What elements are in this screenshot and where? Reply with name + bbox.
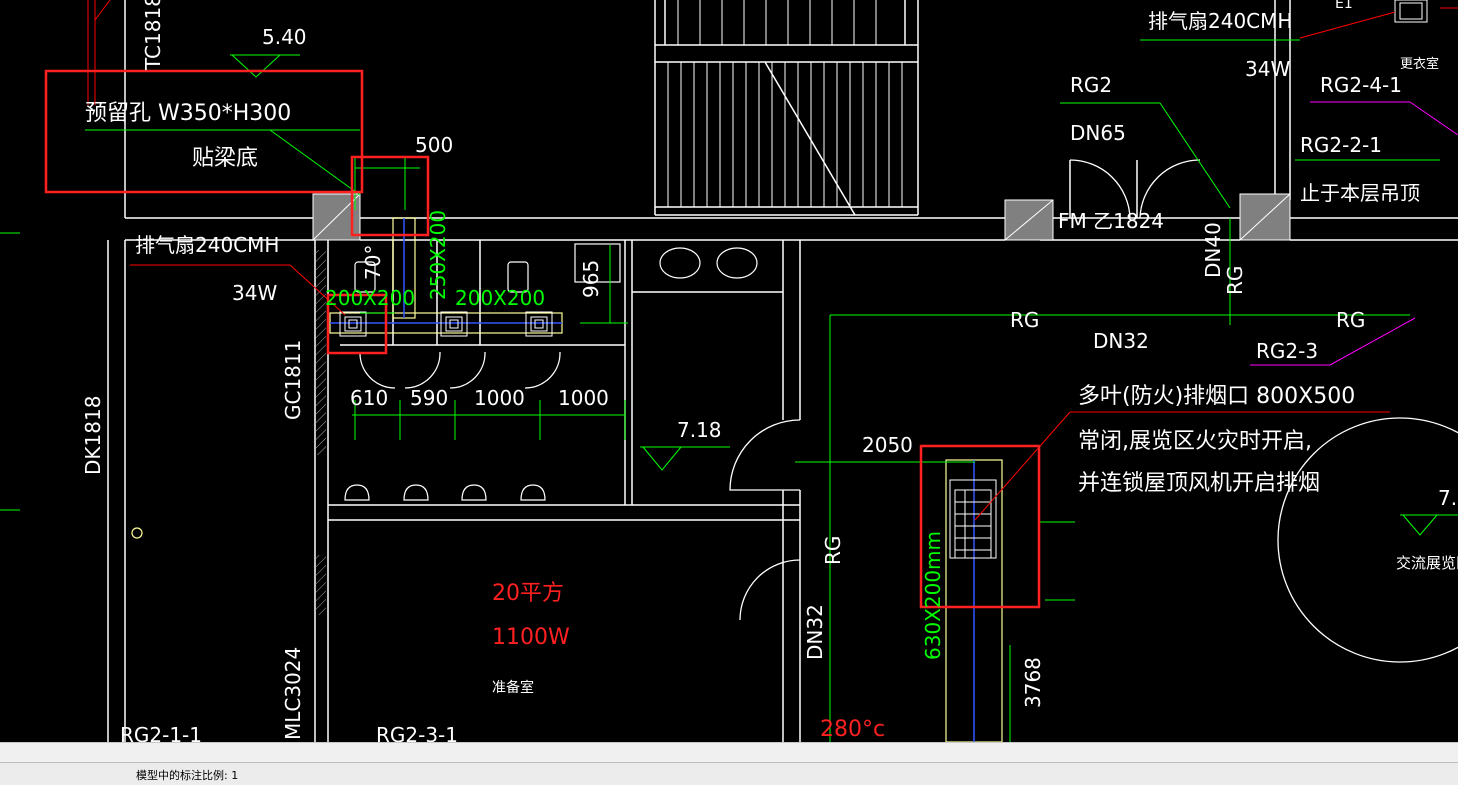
reserved-hole-label: 预留孔 W350*H300 xyxy=(85,101,291,126)
dim-1000a: 1000 xyxy=(474,386,525,410)
dim-2050: 2050 xyxy=(862,433,913,457)
dn65-label: DN65 xyxy=(1070,121,1126,145)
sinks xyxy=(354,243,758,293)
smoke-vent-line2: 常闭,展览区火灾时开启, xyxy=(1078,429,1312,454)
rg-pipe-b: RG xyxy=(1336,308,1365,332)
annotation-scale-text: 模型中的标注比例: 1 xyxy=(136,769,239,782)
dn32-label: DN32 xyxy=(1093,329,1149,353)
dim-3768: 3768 xyxy=(1021,657,1045,708)
floor-plan-drawing: 5.40 TC1818 预留孔 W350*H300 贴梁底 500 排气扇240… xyxy=(0,0,1458,742)
rg2-4-1-label: RG2-4-1 xyxy=(1320,73,1402,97)
magenta-leaders xyxy=(1250,101,1458,366)
rg2-3-1-label: RG2-3-1 xyxy=(376,723,458,742)
urinals xyxy=(344,484,546,501)
beam-bottom-label: 贴梁底 xyxy=(192,146,258,171)
stair-treads xyxy=(667,0,903,216)
smoke-vent xyxy=(949,479,997,559)
exhibit-circle xyxy=(1277,417,1458,663)
fan-top-label: 排气扇240CMH xyxy=(1148,9,1292,33)
elev-7-right: 7. xyxy=(1438,486,1457,510)
room-prep-label: 准备室 xyxy=(492,679,534,696)
elev-718: 7.18 xyxy=(677,418,722,442)
dim-1000b: 1000 xyxy=(558,386,609,410)
mlc3024-label: MLC3024 xyxy=(281,647,305,740)
red-leaders xyxy=(87,0,1458,521)
fm-door-label: FM 乙1824 xyxy=(1058,209,1164,233)
dn32-vertical: DN32 xyxy=(803,604,827,660)
dk1818-label: DK1818 xyxy=(81,396,105,475)
cad-model-space[interactable]: 5.40 TC1818 预留孔 W350*H300 贴梁底 500 排气扇240… xyxy=(0,0,1458,742)
walls xyxy=(107,0,1458,742)
rg-small-label: RG xyxy=(1223,266,1247,295)
small-circle-marker xyxy=(131,527,143,539)
hatched-wall-left xyxy=(316,250,326,455)
rg-vertical: RG xyxy=(821,536,845,565)
smoke-vent-line3: 并连锁屋顶风机开启排烟 xyxy=(1078,471,1320,496)
top-small-label: E1 xyxy=(1335,0,1353,12)
rg2-label: RG2 xyxy=(1070,73,1112,97)
fan-left-label: 排气扇240CMH xyxy=(135,233,279,257)
duct-200b-label: 200X200 xyxy=(455,286,545,310)
door-swings xyxy=(359,159,1201,621)
smoke-vent-title: 多叶(防火)排烟口 800X500 xyxy=(1078,384,1355,409)
angle-70: 70° xyxy=(361,245,385,280)
green-labels: 250X200 200X200 200X200 630X200mm xyxy=(325,210,945,660)
rg-pipe-a: RG xyxy=(1010,308,1039,332)
red-labels: 20平方 1100W 280°c xyxy=(492,581,885,742)
dim-590: 590 xyxy=(410,386,448,410)
rg2-1-1-label: RG2-1-1 xyxy=(120,723,202,742)
stop-ceiling-label: 止于本层吊顶 xyxy=(1300,181,1420,205)
elev-540: 5.40 xyxy=(262,25,307,49)
gc1811-label: GC1811 xyxy=(281,340,305,420)
horizontal-scrollbar[interactable] xyxy=(0,742,1458,763)
annotation-boxes xyxy=(44,69,1041,609)
hatched-wall-lower xyxy=(316,555,326,615)
changing-room-label: 更衣室 xyxy=(1400,56,1439,72)
exhibit-area-label: 交流展览区 xyxy=(1396,554,1458,572)
dim-610: 610 xyxy=(350,386,388,410)
dim-965: 965 xyxy=(579,260,603,298)
exhaust-fans xyxy=(339,0,1428,337)
dn40-label: DN40 xyxy=(1201,222,1225,278)
drawing-labels: 5.40 TC1818 预留孔 W350*H300 贴梁底 500 排气扇240… xyxy=(81,0,1458,742)
duct-200a-label: 200X200 xyxy=(325,286,415,310)
duct-250-label: 250X200 xyxy=(426,210,450,300)
power-label: 1100W xyxy=(492,625,570,650)
fan-left-power: 34W xyxy=(232,281,277,305)
tc1818-label: TC1818 xyxy=(141,0,165,71)
fan-top-power: 34W xyxy=(1245,57,1290,81)
dim-500: 500 xyxy=(415,133,453,157)
status-bar: 模型中的标注比例: 1 xyxy=(0,762,1458,785)
duct-630-label: 630X200mm xyxy=(921,531,945,660)
area-label: 20平方 xyxy=(492,581,564,606)
dimension-lines xyxy=(0,39,1458,742)
rg2-2-1-label: RG2-2-1 xyxy=(1300,133,1382,157)
rg2-3-label: RG2-3 xyxy=(1256,339,1318,363)
temp-280-label: 280°c xyxy=(820,717,885,742)
